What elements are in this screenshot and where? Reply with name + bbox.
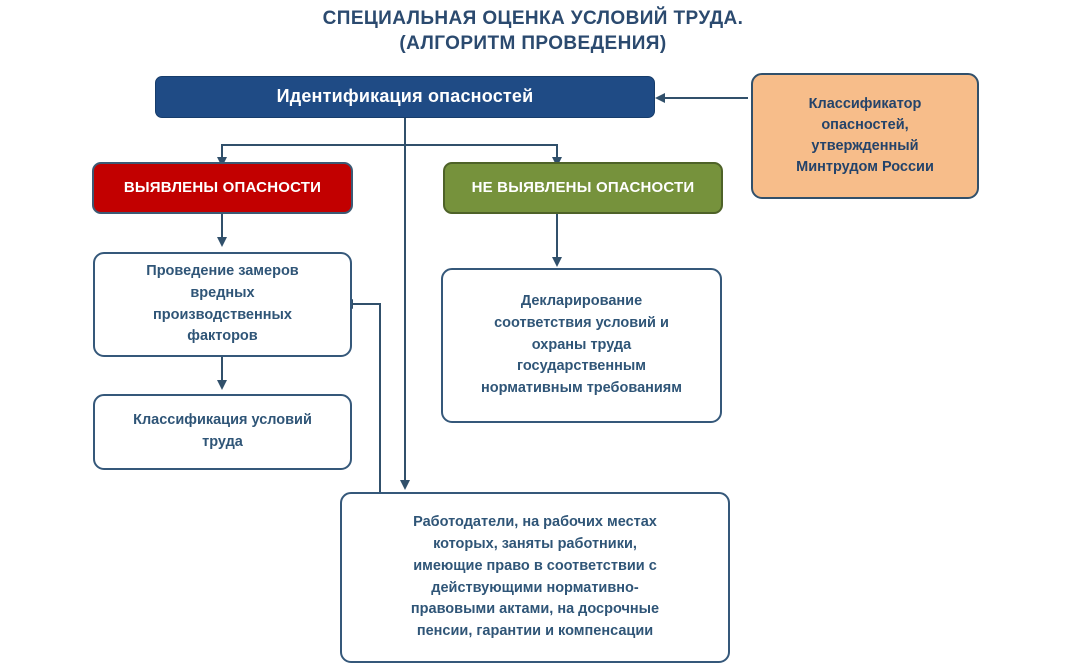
node-measurements-text: Проведение замеров вредных производствен… (95, 261, 350, 348)
node-classifier-line-4: Минтрудом России (796, 159, 934, 176)
node-classifier-line-3: утвержденный (811, 138, 919, 154)
diagram-title: СПЕЦИАЛЬНАЯ ОЦЕНКА УСЛОВИЙ ТРУДА. (АЛГОР… (0, 6, 1066, 56)
diagram-title-line-2: (АЛГОРИТМ ПРОВЕДЕНИЯ) (399, 33, 667, 54)
node-classification-text: Классификация условий труда (95, 410, 350, 454)
node-measurements-line-2: вредных (190, 284, 255, 301)
arrowhead-classifier-to-identification (655, 93, 665, 103)
node-declaration-line-5: нормативным требованиям (481, 380, 682, 397)
node-classifier-line-2: опасностей, (821, 116, 909, 133)
node-employers-text: Работодатели, на рабочих местах которых,… (342, 512, 728, 643)
connector-header-to-employers (404, 118, 406, 486)
node-declaration[interactable]: Декларирование соответствия условий и ох… (441, 268, 722, 423)
node-employers-line-6: пенсии, гарантии и компенсации (416, 623, 654, 639)
node-declaration-text: Декларирование соответствия условий и ох… (443, 291, 720, 400)
node-identification-label: Идентификация опасностей (276, 86, 534, 107)
node-measurements-line-1: Проведение замеров (146, 263, 299, 279)
node-measurements-line-3: производственных (153, 306, 292, 323)
node-hazards-found-label: ВЫЯВЛЕНЫ ОПАСНОСТИ (123, 179, 322, 197)
node-hazards-found[interactable]: ВЫЯВЛЕНЫ ОПАСНОСТИ (92, 162, 353, 214)
node-employers[interactable]: Работодатели, на рабочих местах которых,… (340, 492, 730, 663)
node-employers-line-1: Работодатели, на рабочих местах (413, 514, 657, 531)
node-classification[interactable]: Классификация условий труда (93, 394, 352, 470)
connector-safe-to-declaration (556, 214, 558, 262)
connector-split-to-danger (221, 144, 223, 162)
node-classification-line-1: Классификация условий (133, 412, 312, 429)
connector-classifier-to-identification (663, 97, 748, 99)
connector-measurements-to-classification (221, 357, 223, 385)
arrowhead-header-to-employers (400, 480, 410, 490)
connector-split-to-safe (556, 144, 558, 162)
node-classifier-text: Классификатор опасностей, утвержденный М… (753, 94, 977, 178)
node-employers-line-3: имеющие право в соответствии с (413, 557, 657, 574)
connector-danger-to-measurements (221, 214, 223, 242)
connector-employers-feedback-vertical (379, 303, 381, 492)
diagram-title-line-1: СПЕЦИАЛЬНАЯ ОЦЕНКА УСЛОВИЙ ТРУДА. (322, 8, 744, 29)
node-declaration-line-2: соответствия условий и (494, 314, 669, 331)
node-employers-line-2: которых, заняты работники, (433, 536, 637, 552)
node-declaration-line-1: Декларирование (520, 293, 643, 310)
arrowhead-danger-to-measurements (217, 237, 227, 247)
node-measurements[interactable]: Проведение замеров вредных производствен… (93, 252, 352, 357)
arrowhead-safe-to-declaration (552, 257, 562, 267)
node-declaration-line-3: охраны труда (531, 336, 632, 353)
connector-employers-feedback-horizontal (351, 303, 381, 305)
node-classification-line-2: труда (202, 434, 243, 450)
node-classifier[interactable]: Классификатор опасностей, утвержденный М… (751, 73, 979, 199)
node-declaration-line-4: государственным (517, 358, 646, 375)
node-measurements-line-4: факторов (187, 328, 258, 345)
node-identification[interactable]: Идентификация опасностей (155, 76, 655, 118)
connector-split-bar (221, 144, 558, 146)
node-hazards-not-found[interactable]: НЕ ВЫЯВЛЕНЫ ОПАСНОСТИ (443, 162, 723, 214)
node-classifier-line-1: Классификатор (808, 95, 922, 112)
node-hazards-not-found-label: НЕ ВЫЯВЛЕНЫ ОПАСНОСТИ (471, 179, 695, 197)
node-employers-line-4: действующими нормативно- (431, 579, 639, 596)
arrowhead-measurements-to-classification (217, 380, 227, 390)
node-employers-line-5: правовыми актами, на досрочные (410, 601, 660, 618)
